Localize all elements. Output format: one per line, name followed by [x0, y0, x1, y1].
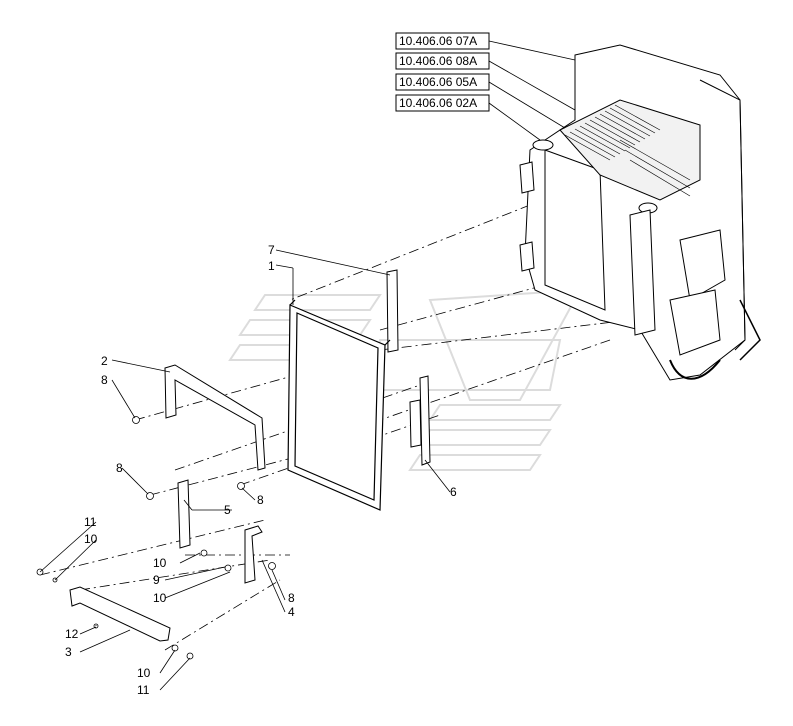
- reference-label: 10.406.06 02A: [399, 96, 477, 110]
- callout-8: 8: [257, 493, 264, 507]
- callout-3: 3: [65, 645, 72, 659]
- callout-7: 7: [268, 243, 275, 257]
- callout-11: 11: [84, 515, 97, 529]
- nut-icon: [132, 416, 140, 424]
- reference-boxes: 10.406.06 07A 10.406.06 08A 10.406.06 05…: [395, 32, 576, 141]
- part-6-bracket: [409, 375, 431, 466]
- callout-6: 6: [450, 485, 457, 499]
- nut-icon: [268, 562, 276, 570]
- part-4-bracket: [244, 525, 263, 584]
- part-5-bracket: [177, 479, 191, 549]
- callouts: [39, 249, 451, 691]
- washer-icon: [200, 549, 208, 557]
- callout-10: 10: [153, 556, 167, 570]
- callout-labels: 7 1 2 8 8 8 8 5 6 10 9 10 4 11 10 12 3 1…: [65, 243, 457, 697]
- reference-box-08a[interactable]: 10.406.06 08A: [395, 52, 576, 111]
- part-3-bar: [69, 586, 171, 642]
- reference-label: 10.406.06 05A: [399, 75, 477, 89]
- callout-10: 10: [137, 666, 151, 680]
- nut-icon: [237, 482, 245, 490]
- washer-icon: [171, 644, 179, 652]
- callout-4: 4: [288, 605, 295, 619]
- reference-label: 10.406.06 07A: [399, 34, 477, 48]
- callout-8: 8: [116, 461, 123, 475]
- part-7-screen: [386, 269, 399, 353]
- callout-8: 8: [288, 591, 295, 605]
- callout-11: 11: [137, 683, 150, 697]
- reference-label: 10.406.06 08A: [399, 54, 477, 68]
- filler-cap-icon: [532, 139, 554, 151]
- watermark-logo: [228, 288, 582, 471]
- reference-box-05a[interactable]: 10.406.06 05A: [395, 73, 566, 129]
- callout-1: 1: [268, 259, 275, 273]
- callout-10: 10: [153, 591, 167, 605]
- cooling-package-assembly: [519, 44, 761, 381]
- reference-box-02a[interactable]: 10.406.06 02A: [395, 94, 541, 141]
- callout-10: 10: [84, 532, 98, 546]
- callout-2: 2: [101, 354, 108, 368]
- nut-icon: [146, 492, 154, 500]
- reference-box-07a[interactable]: 10.406.06 07A: [395, 32, 576, 61]
- bolt-icon: [186, 652, 194, 660]
- washer-icon: [224, 564, 232, 572]
- part-1-frame: [287, 299, 391, 511]
- callout-9: 9: [153, 573, 160, 587]
- callout-8: 8: [101, 373, 108, 387]
- callout-5: 5: [224, 503, 231, 517]
- part-2-bracket: [164, 364, 266, 471]
- callout-12: 12: [65, 627, 79, 641]
